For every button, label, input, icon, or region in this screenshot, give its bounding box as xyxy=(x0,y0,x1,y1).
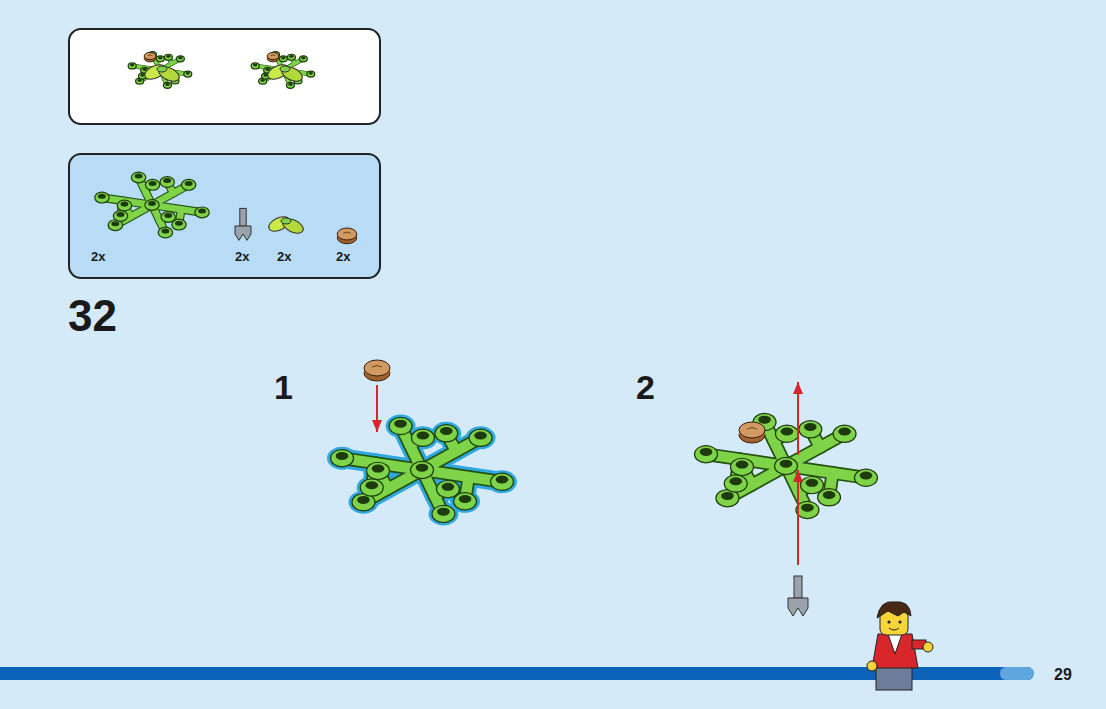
direction-arrow xyxy=(793,382,803,455)
direction-arrow xyxy=(372,385,382,432)
page-bar-end xyxy=(1000,667,1034,680)
bar-clip xyxy=(788,576,808,616)
leaf-plate xyxy=(327,415,517,526)
round-tile xyxy=(337,228,357,244)
part-count: 2x xyxy=(235,250,249,263)
step-number: 32 xyxy=(68,294,117,338)
result-panel xyxy=(69,29,380,124)
substep-number: 1 xyxy=(274,370,293,404)
leaf-plate xyxy=(695,413,878,518)
leaf-plate xyxy=(128,52,192,89)
bar-clip xyxy=(235,208,251,240)
parts-panel xyxy=(69,154,380,278)
parts-list-panel: 2x 2x 2x 2x xyxy=(69,154,380,278)
part-count: 2x xyxy=(277,250,291,263)
round-tile xyxy=(739,422,765,443)
part-count: 2x xyxy=(91,250,105,263)
leaf-part xyxy=(265,62,304,84)
part-count: 2x xyxy=(336,250,350,263)
round-tile xyxy=(267,52,279,61)
substep-number: 2 xyxy=(636,370,655,404)
round-tile xyxy=(144,52,156,61)
minifigure xyxy=(867,602,933,690)
direction-arrow xyxy=(793,470,803,565)
round-tile xyxy=(364,360,390,381)
leaf-part xyxy=(142,62,181,84)
leaf-part xyxy=(266,214,305,236)
leaf-plate xyxy=(95,172,210,238)
page-number: 29 xyxy=(1054,667,1072,683)
leaf-plate xyxy=(251,52,315,89)
